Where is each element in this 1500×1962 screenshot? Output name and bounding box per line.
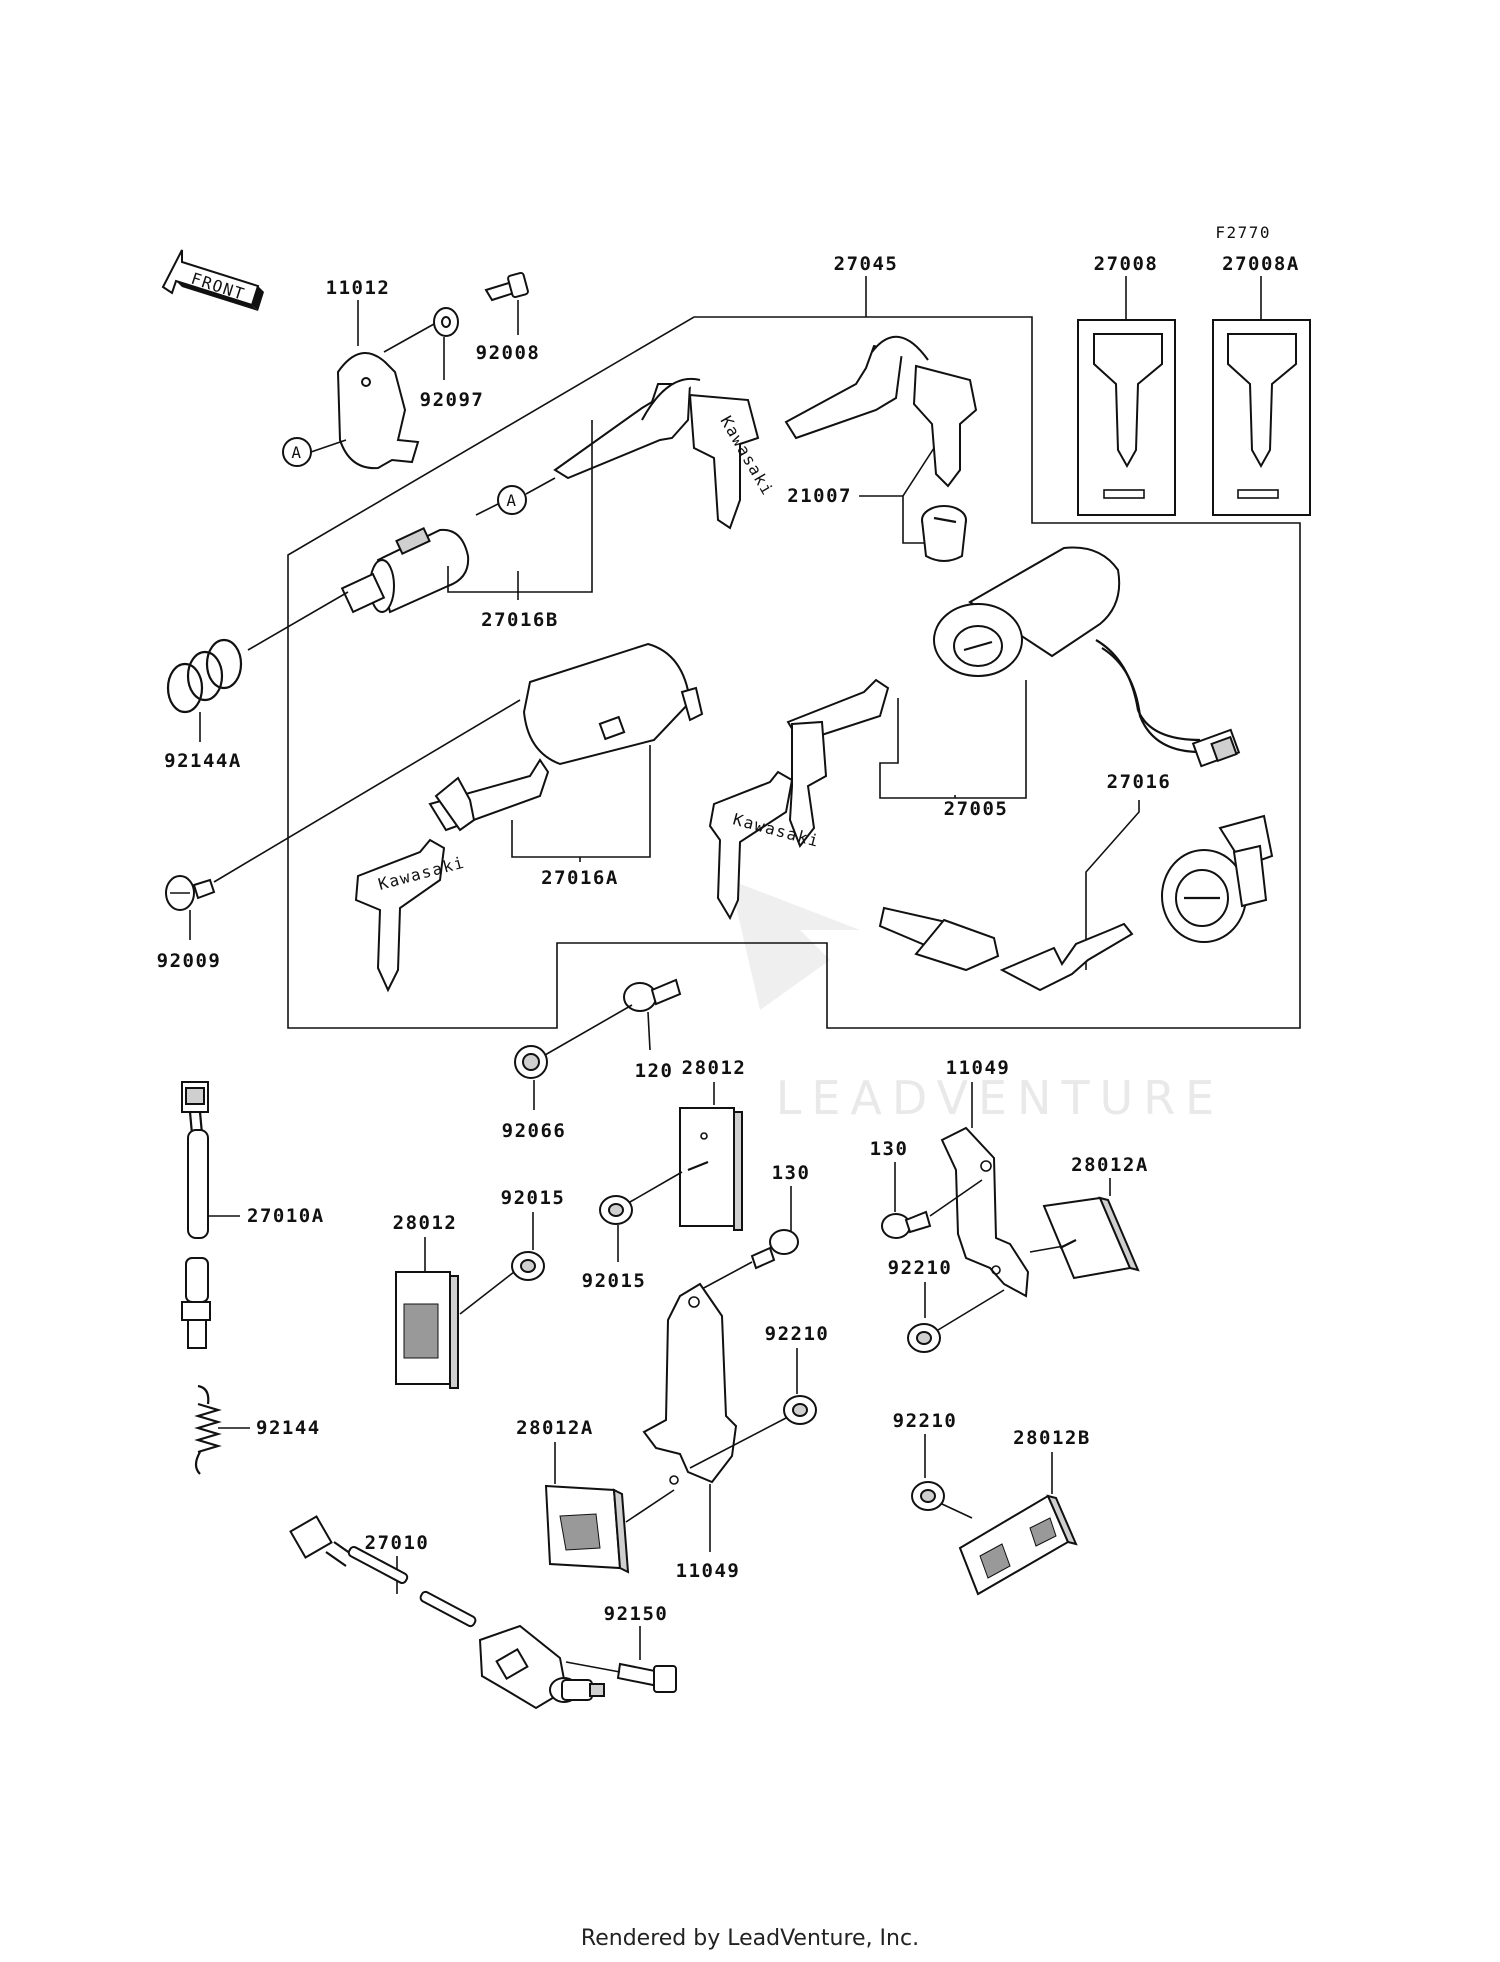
watermark: LEADVENTURE [730,880,1225,1125]
bolt-120 [623,978,682,1012]
nut-92210-low [911,1481,945,1511]
label-28012a-mid: 28012A [516,1417,594,1439]
bolt-130-right [881,1210,932,1239]
label-27010a: 27010A [247,1205,325,1227]
cap-21007 [921,505,967,562]
plate-11012 [336,352,420,470]
diagram-code: F2770 [1215,223,1271,242]
label-92150: 92150 [604,1603,669,1625]
nut-92210-right [907,1323,941,1353]
lock-27016 [1161,814,1274,943]
label-27016: 27016 [1107,771,1172,793]
callout-a-2: A [497,485,527,515]
nut-92015-left [511,1251,545,1281]
cap-92066 [514,1045,548,1079]
callout-a-2-letter: A [506,491,517,510]
footer-credit: Rendered by LeadVenture, Inc. [580,1926,920,1951]
reflector-28012-left [395,1271,459,1389]
label-92066: 92066 [502,1120,567,1142]
switch-27010 [289,1515,605,1710]
washer-92097 [433,307,459,337]
label-28012b: 28012B [1013,1427,1091,1449]
label-27016b: 27016B [481,609,559,631]
label-27008: 27008 [1094,253,1159,275]
keys-27016a: Kawasaki [354,758,550,993]
label-27010: 27010 [365,1532,430,1554]
ignition-switch-27005 [933,546,1241,768]
label-92015-left: 92015 [501,1187,566,1209]
label-130-mid: 130 [772,1162,811,1184]
bolt-92150 [616,1662,677,1693]
keys-27016 [878,906,1134,992]
front-arrow-icon: FRONT [161,249,264,311]
label-28012-left: 28012 [393,1212,458,1234]
label-92210-right: 92210 [888,1257,953,1279]
key-27008a [1227,333,1297,499]
screw-92009 [165,875,216,911]
label-92144: 92144 [256,1417,321,1439]
switch-27010a [181,1081,211,1349]
key-27008 [1093,333,1163,499]
label-11049-mid: 11049 [676,1560,741,1582]
label-27008a: 27008A [1222,253,1300,275]
callout-a-1-letter: A [291,443,302,462]
watermark-text: LEADVENTURE [776,1071,1225,1125]
label-92008: 92008 [476,342,541,364]
nut-92015-mid [599,1195,633,1225]
lock-cylinder-27016b [340,526,470,614]
bracket-11049-top [940,1126,1030,1298]
bolt-130-mid [750,1229,799,1270]
label-92144a: 92144A [164,750,242,772]
label-92210-low: 92210 [893,1410,958,1432]
label-11049-top: 11049 [946,1057,1011,1079]
label-120: 120 [635,1060,674,1082]
label-28012a-right: 28012A [1071,1154,1149,1176]
label-92210-mid: 92210 [765,1323,830,1345]
label-11012: 11012 [326,277,391,299]
label-92015-mid: 92015 [582,1270,647,1292]
bracket-11049-mid [642,1282,738,1485]
keys-21007 [784,335,978,488]
label-21007: 21007 [787,485,852,507]
keys-27016b: Kawasaki [553,377,778,530]
reflector-28012a-right [1042,1196,1140,1280]
label-27045: 27045 [834,253,899,275]
label-28012-top: 28012 [682,1057,747,1079]
label-27016a: 27016A [541,867,619,889]
callout-a-1: A [282,437,312,467]
label-92009: 92009 [157,950,222,972]
spring-92144 [194,1384,222,1475]
label-27005: 27005 [944,798,1009,820]
lock-27016a [522,642,704,766]
label-130-right: 130 [870,1138,909,1160]
reflector-28012b [958,1494,1078,1596]
spring-92144a [166,638,243,714]
keys-27005: Kawasaki [708,678,890,921]
nut-92210-mid [783,1395,817,1425]
reflector-28012a-mid [544,1484,630,1574]
label-92097: 92097 [420,389,485,411]
reflector-28012-top [679,1107,743,1231]
bolt-92008 [484,271,529,302]
